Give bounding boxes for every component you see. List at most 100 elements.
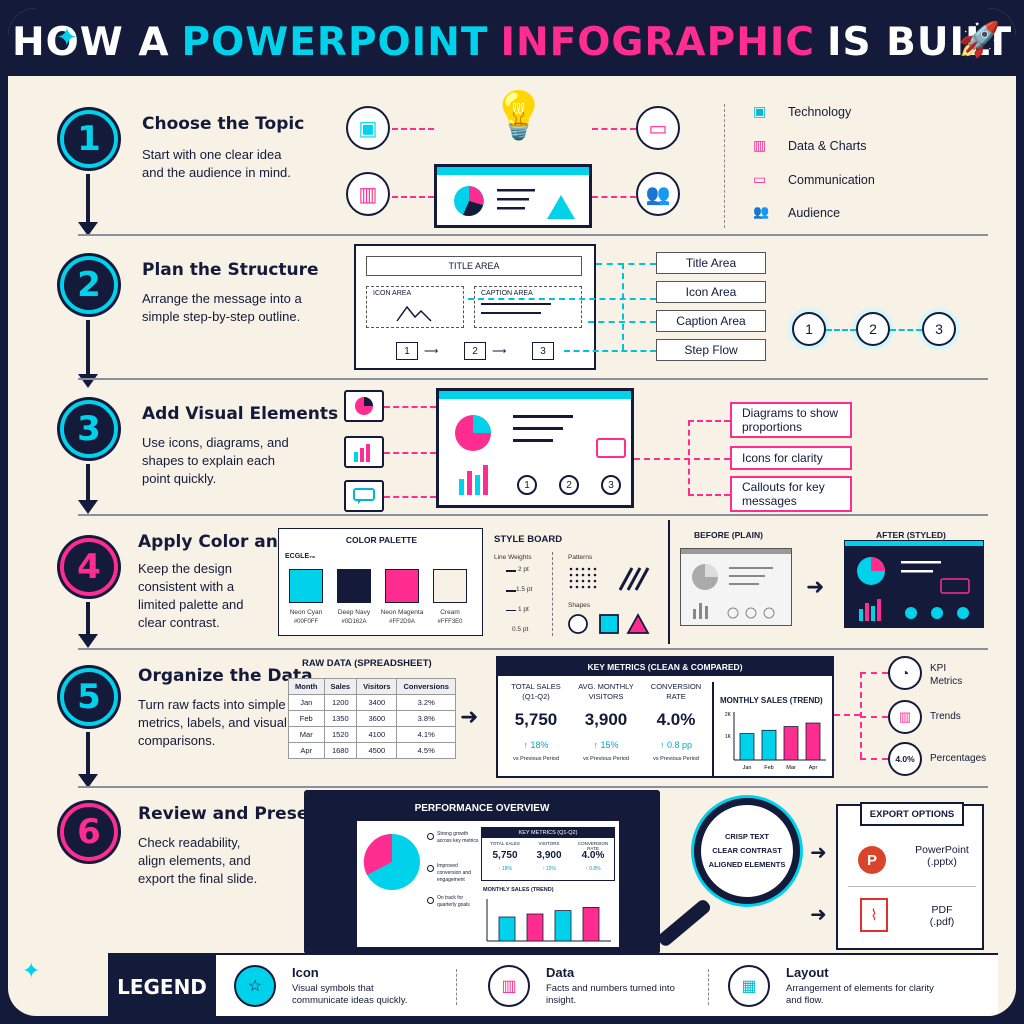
bar-Jan <box>739 733 755 761</box>
swatch-name: Neon Cyan <box>289 609 323 616</box>
table-cell: 4.5% <box>396 742 456 759</box>
callout-diagrams: Diagrams to show proportions <box>730 402 852 438</box>
visual-slide: 1 2 3 <box>436 388 634 508</box>
connector <box>592 128 636 130</box>
divider <box>552 552 553 636</box>
chat-bubble-icon: ▭ <box>636 106 680 150</box>
magnifier-lens: CRISP TEXT CLEAR CONTRAST ALIGNED ELEMEN… <box>694 798 800 904</box>
step-6-desc: Check readability, align elements, and e… <box>138 835 258 886</box>
table-cell: 4.1% <box>396 726 456 743</box>
infographic-frame: HOW A POWERPOINT INFOGRAPHIC IS BUILT ✦ … <box>8 8 1016 1016</box>
presentation-note: On track for quarterly goals <box>437 895 470 908</box>
table-cell: 3600 <box>356 710 398 727</box>
divider <box>78 378 988 380</box>
mountain-icon <box>396 305 432 322</box>
table-header: Month <box>288 678 325 695</box>
connector <box>392 196 434 198</box>
table-cell: 3400 <box>356 694 398 711</box>
powerpoint-icon[interactable]: P <box>858 846 886 874</box>
table-cell: 1680 <box>323 742 358 759</box>
swatch-3 <box>433 569 467 603</box>
title-part-4: IS BUILT <box>826 19 1013 65</box>
swatch-hex: #FF2D9A <box>389 619 415 625</box>
wireframe-title-area: TITLE AREA <box>366 256 582 276</box>
label-step-flow: Step Flow <box>656 339 766 361</box>
x-tick-label: Apr <box>809 765 818 771</box>
connector <box>564 350 656 352</box>
divider <box>848 886 976 887</box>
line-weight-sample <box>506 570 516 572</box>
presentation-title: PERFORMANCE OVERVIEW <box>414 803 550 814</box>
flow-step-1: 1 <box>792 312 826 346</box>
presentation-note: Improved conversion and engagement <box>437 863 471 883</box>
flow-arrow <box>78 602 98 648</box>
layout-icon: ▦ <box>728 965 770 1007</box>
line-weights-label: Line Weights <box>494 554 532 561</box>
metric-change: ↑ 0.8 pp <box>659 740 693 750</box>
table-cell: 1520 <box>323 726 358 743</box>
step-3-title: Add Visual Elements <box>142 404 339 424</box>
step-3-badge: 3 <box>60 400 118 458</box>
after-label: AFTER (STYLED) <box>876 530 946 540</box>
table-cell: 1200 <box>323 694 358 711</box>
swatch-name: Neon Magenta <box>380 609 424 616</box>
title-part-2: POWERPOINT <box>181 19 489 65</box>
metric-note: vs Previous Period <box>653 756 699 762</box>
title-part-3: INFOGRAPHIC <box>500 19 815 65</box>
flow-step-3: 3 <box>601 475 621 495</box>
slide-content <box>454 186 575 219</box>
mini-metric-value: 4.0% <box>581 850 605 861</box>
table-cell: 1350 <box>323 710 358 727</box>
before-label: BEFORE (PLAIN) <box>694 530 763 540</box>
header: HOW A POWERPOINT INFOGRAPHIC IS BUILT <box>8 8 1016 76</box>
topic-technology: Technology <box>788 105 852 119</box>
key-metrics-title: KEY METRICS (CLEAN & COMPARED) <box>498 658 832 676</box>
check-icon <box>427 833 434 840</box>
flow-step-1: 1 <box>517 475 537 495</box>
export-pptx-name: PowerPoint <box>915 844 969 856</box>
magnifier-text-2: CLEAR CONTRAST <box>712 846 782 855</box>
metric-change: ↑ 15% <box>593 740 619 750</box>
flow-arrow <box>78 732 98 788</box>
shape-swatches <box>568 613 650 634</box>
side-trends: Trends <box>930 711 961 722</box>
swatch-hex: #0D162A <box>341 619 367 625</box>
presentation-note: Strong growth across key metrics <box>437 831 479 844</box>
divider <box>78 514 988 516</box>
percentage-icon: 4.0% <box>888 742 922 776</box>
divider <box>78 234 988 236</box>
step-5-badge: 5 <box>60 668 118 726</box>
line-weight-1pt: 1 pt <box>518 606 529 613</box>
connector <box>688 420 690 494</box>
step-4-desc: Keep the design consistent with a limite… <box>138 561 244 630</box>
mini-sales-chart <box>486 899 611 942</box>
x-tick-label: Jan <box>743 765 752 771</box>
connector <box>392 128 434 130</box>
wireframe-flow-3: 3 <box>532 342 554 360</box>
legend: LEGEND ☆ Icon Visual symbols that commun… <box>108 953 998 1016</box>
star-icon: ☆ <box>234 965 276 1007</box>
magnifier-text-3: ALIGNED ELEMENTS <box>708 860 786 869</box>
mini-bar-Mar <box>554 910 572 942</box>
callout-icons: Icons for clarity <box>730 446 852 470</box>
export-options: EXPORT OPTIONS P PowerPoint (.pptx) ⌇ PD… <box>836 802 984 950</box>
legend-title: LEGEND <box>108 955 216 1016</box>
flow-arrow <box>78 464 98 514</box>
metric-change: ↑ 18% <box>523 740 549 750</box>
table-header: Visitors <box>356 678 398 695</box>
export-pdf[interactable]: PDF (.pdf) <box>910 904 974 928</box>
caption-area-label: CAPTION AREA <box>481 290 533 297</box>
swatch-2 <box>385 569 419 603</box>
export-pdf-name: PDF <box>931 904 953 916</box>
step-1-desc: Start with one clear idea and the audien… <box>142 147 291 180</box>
export-pptx[interactable]: PowerPoint (.pptx) <box>910 844 974 868</box>
connector <box>860 758 888 760</box>
arrow-right-icon: ➜ <box>460 704 479 729</box>
legend-data-desc: Facts and numbers turned into insight. <box>546 983 675 1006</box>
metric-note: vs Previous Period <box>513 756 559 762</box>
table-cell: Mar <box>288 726 325 743</box>
pdf-icon[interactable]: ⌇ <box>860 898 888 932</box>
